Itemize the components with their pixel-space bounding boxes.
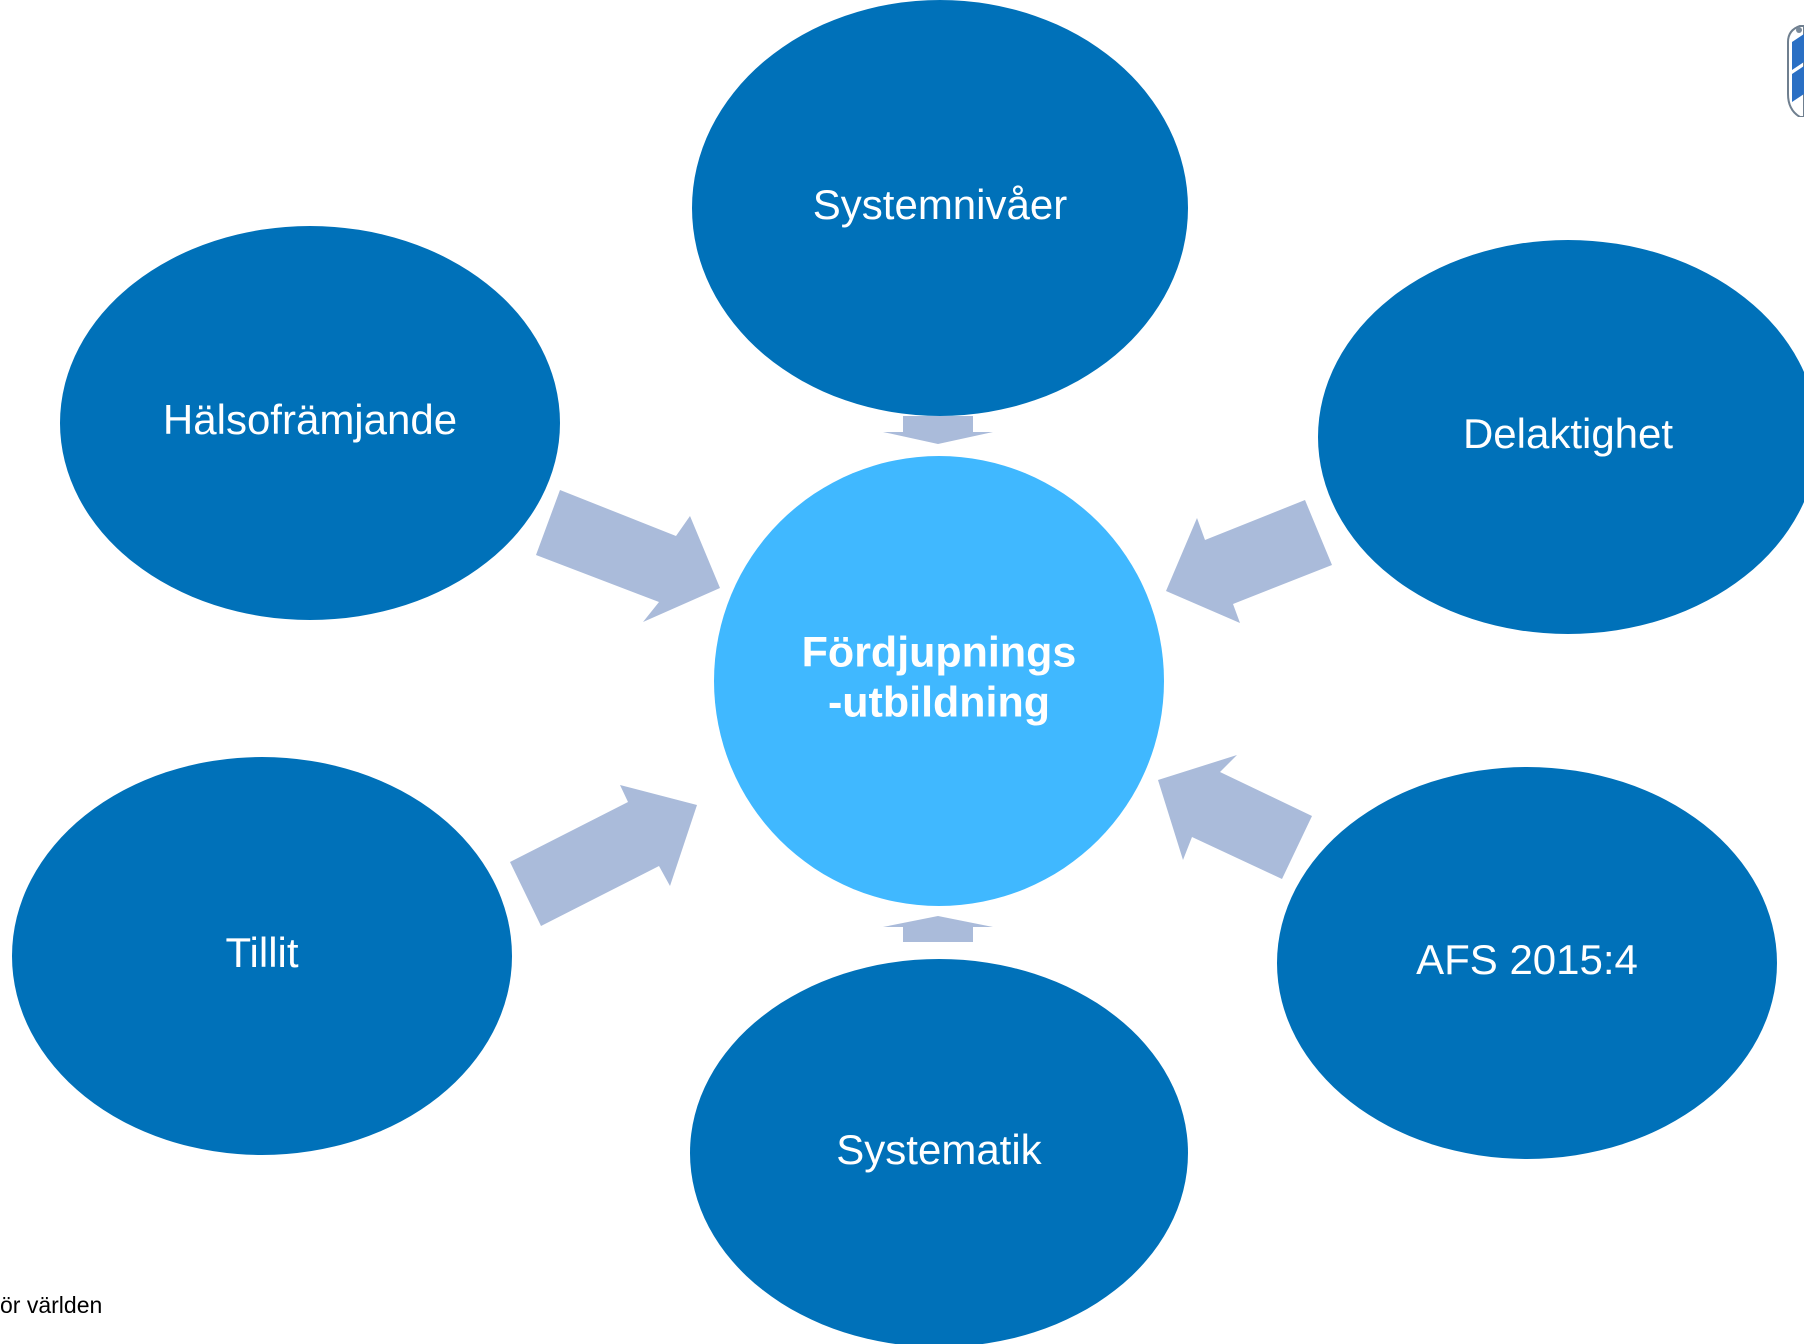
node-bottom-label: Systematik	[836, 1126, 1042, 1173]
node-left-lower: Tillit	[12, 757, 512, 1155]
node-left-upper-label: Hälsofrämjande	[163, 396, 457, 443]
node-right-lower-label: AFS 2015:4	[1416, 936, 1638, 983]
node-top: Systemnivåer	[692, 0, 1188, 416]
arrow-left-lower-to-center	[510, 785, 697, 926]
arrow-bottom-to-center	[883, 916, 993, 942]
node-center-label-line1: Fördjupnings	[802, 628, 1077, 676]
university-seal-icon	[1787, 25, 1804, 117]
arrow-left-upper-to-center	[536, 490, 720, 622]
arrow-right-upper-to-center	[1166, 500, 1332, 623]
node-top-label: Systemnivåer	[813, 181, 1067, 228]
node-center-label-line2: -utbildning	[828, 678, 1050, 726]
node-right-lower: AFS 2015:4	[1277, 767, 1777, 1159]
arrow-top-to-center	[883, 416, 993, 444]
node-left-lower-label: Tillit	[225, 929, 298, 976]
node-bottom: Systematik	[690, 959, 1188, 1344]
node-center: Fördjupnings -utbildning	[714, 456, 1164, 906]
node-right-upper: Delaktighet	[1318, 240, 1804, 634]
footer-text: ör världen	[0, 1292, 103, 1318]
node-right-upper-label: Delaktighet	[1463, 410, 1673, 457]
node-left-upper: Hälsofrämjande	[60, 226, 560, 620]
arrow-right-lower-to-center	[1158, 755, 1312, 879]
